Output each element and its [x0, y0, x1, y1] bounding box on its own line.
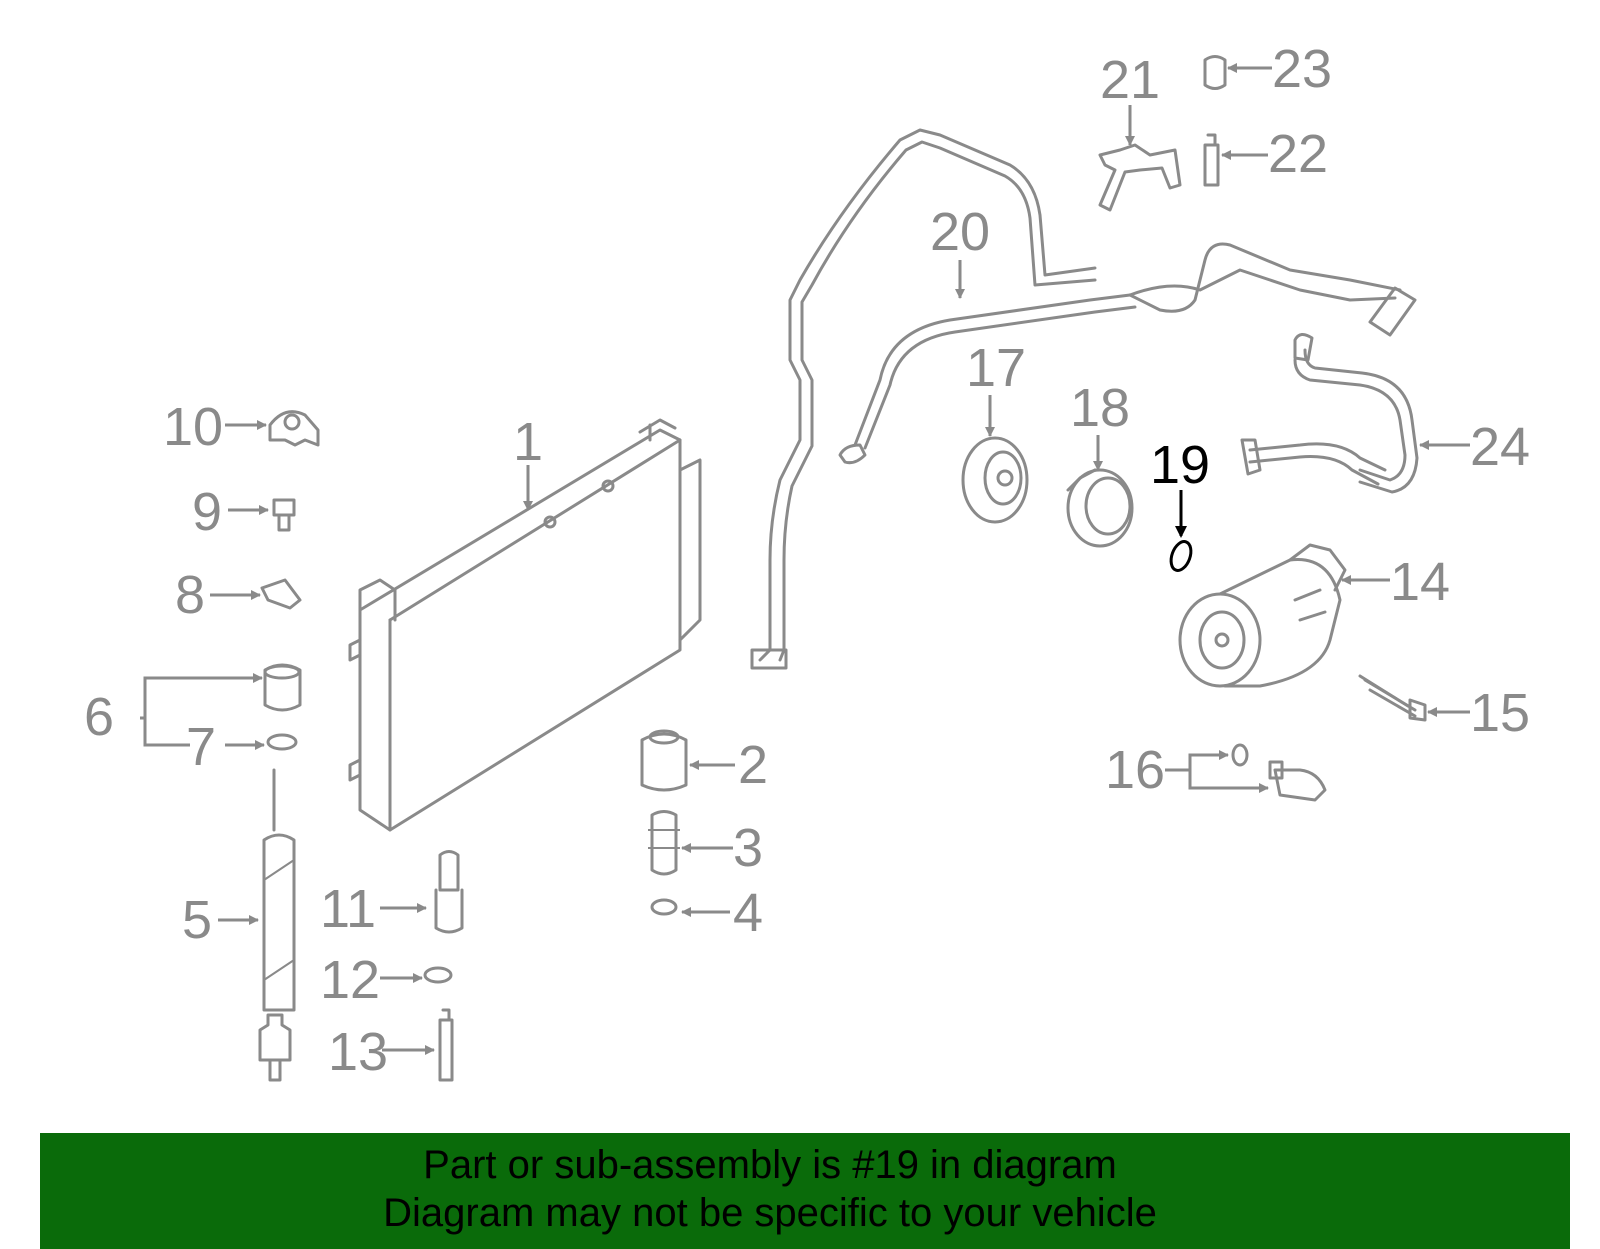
callout-20: 20: [930, 202, 990, 262]
valve-part-22: [1203, 133, 1220, 187]
callout-14: 14: [1390, 552, 1450, 612]
callout-24: 24: [1470, 417, 1530, 477]
callout-10: 10: [163, 397, 223, 457]
cap-part-23: [1203, 55, 1227, 90]
compressor-part-14: [1178, 543, 1347, 688]
pressure-switch-11: [434, 850, 464, 934]
o-ring-16: [1231, 743, 1249, 767]
callout-4: 4: [733, 883, 763, 943]
callout-13: 13: [328, 1022, 388, 1082]
callout-8: 8: [175, 565, 205, 625]
callout-7: 7: [186, 717, 216, 777]
callout-22: 22: [1268, 124, 1328, 184]
sensor-part-16: [1268, 760, 1327, 802]
footer-disclaimer: Diagram may not be specific to your vehi…: [383, 1191, 1157, 1235]
callout-18: 18: [1070, 378, 1130, 438]
callout-9: 9: [192, 482, 222, 542]
footer-banner: Part or sub-assembly is #19 in diagram D…: [40, 1133, 1570, 1249]
receiver-dryer-part: [258, 768, 296, 1082]
condenser-part: [348, 418, 702, 832]
bolt-part-15: [1358, 674, 1427, 722]
callout-1: 1: [513, 412, 543, 472]
callout-labels: 1 2 3 4 5 6 7 8 9 10 11 12 13 14 15 16 1…: [84, 39, 1530, 1082]
callout-3: 3: [733, 818, 763, 878]
clutch-plate-17: [961, 436, 1029, 524]
liquid-line: [750, 128, 1097, 670]
leader-lines: [140, 63, 1470, 1055]
o-ring-19-highlighted: [1169, 540, 1193, 572]
o-ring-4: [650, 898, 678, 916]
insulator-part-3: [648, 810, 680, 876]
valve-part-13: [438, 1008, 454, 1082]
callout-17: 17: [966, 338, 1026, 398]
callout-2: 2: [738, 735, 768, 795]
bracket-part-8: [260, 578, 302, 610]
suction-line-24: [1240, 333, 1419, 494]
bolt-part-9: [272, 498, 296, 532]
callout-15: 15: [1470, 683, 1530, 743]
cap-part: [263, 663, 302, 712]
callout-21: 21: [1100, 50, 1160, 110]
callout-19: 19: [1150, 435, 1210, 495]
footer-part-reference: Part or sub-assembly is #19 in diagram: [423, 1143, 1117, 1187]
callout-5: 5: [182, 890, 212, 950]
o-ring-7: [266, 733, 298, 751]
callout-12: 12: [320, 950, 380, 1010]
callout-23: 23: [1272, 39, 1332, 99]
pulley-18: [1066, 468, 1134, 548]
o-ring-12: [423, 966, 453, 984]
callout-6: 6: [84, 687, 114, 747]
bracket-part-21: [1098, 143, 1182, 212]
insulator-part-2: [640, 729, 688, 792]
nut-part-10: [268, 410, 320, 447]
hose-line-20: [838, 242, 1417, 465]
callout-11: 11: [320, 879, 376, 939]
callout-16: 16: [1105, 740, 1165, 800]
